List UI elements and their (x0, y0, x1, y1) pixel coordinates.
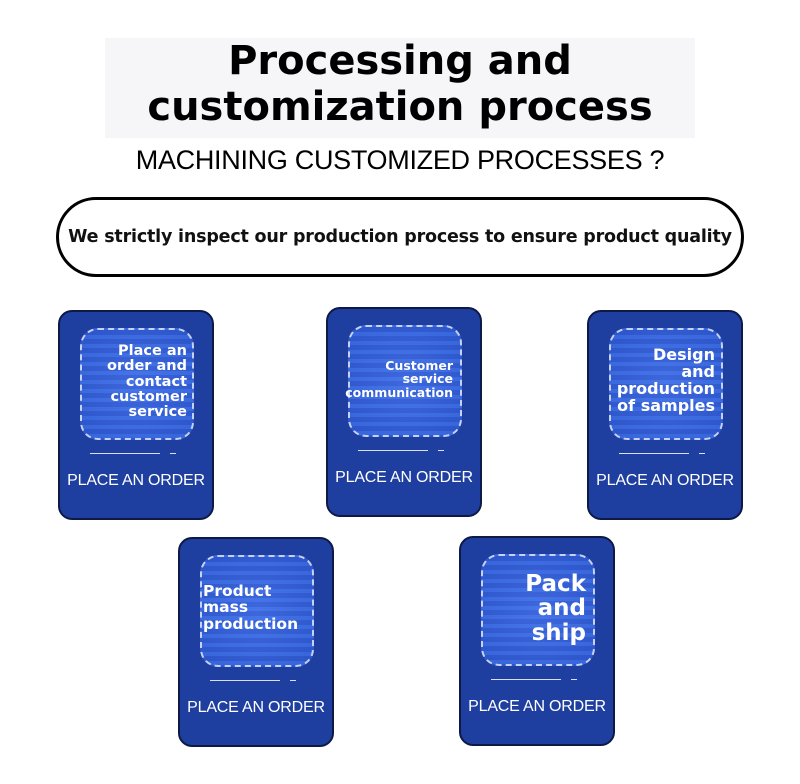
divider-dash (438, 450, 444, 451)
quality-banner: We strictly inspect our production proce… (56, 197, 744, 277)
place-order-button[interactable]: PLACE AN ORDER (468, 698, 606, 715)
step-card-customer-service: Customer service communication PLACE AN … (326, 307, 482, 517)
step-label: Product mass production (203, 582, 299, 633)
page-subtitle: MACHINING CUSTOMIZED PROCESSES ? (135, 145, 665, 175)
place-order-button[interactable]: PLACE AN ORDER (335, 469, 473, 486)
place-order-button[interactable]: PLACE AN ORDER (187, 699, 325, 716)
divider-dash (170, 453, 176, 454)
step-card-icon-frame (609, 328, 723, 440)
divider-dash (699, 453, 705, 454)
step-card-mass-production: Product mass production PLACE AN ORDER (178, 537, 334, 747)
divider (90, 453, 160, 454)
step-card-icon-frame (481, 554, 595, 666)
quality-banner-text: We strictly inspect our production proce… (68, 227, 732, 247)
divider (619, 453, 689, 454)
step-card-icon-frame (80, 328, 194, 440)
step-label: Pack and ship (525, 571, 586, 646)
divider (491, 679, 561, 680)
step-card-pack-ship: Pack and ship PLACE AN ORDER (459, 536, 615, 746)
place-order-button[interactable]: PLACE AN ORDER (67, 472, 205, 489)
divider (210, 680, 280, 681)
step-card-place-order: Place an order and contact customer serv… (58, 310, 214, 520)
divider-dash (290, 680, 296, 681)
step-card-icon-frame (348, 325, 462, 437)
step-card-sample-design: Design and production of samples PLACE A… (587, 310, 743, 520)
step-label: Place an order and contact customer serv… (106, 343, 187, 421)
page-title: Processing and customization process (105, 38, 695, 138)
divider-dash (571, 679, 577, 680)
step-card-icon-frame (200, 555, 314, 667)
step-label: Customer service communication (345, 358, 453, 400)
step-label: Design and production of samples (616, 345, 715, 415)
divider (358, 450, 428, 451)
place-order-button[interactable]: PLACE AN ORDER (596, 472, 734, 489)
